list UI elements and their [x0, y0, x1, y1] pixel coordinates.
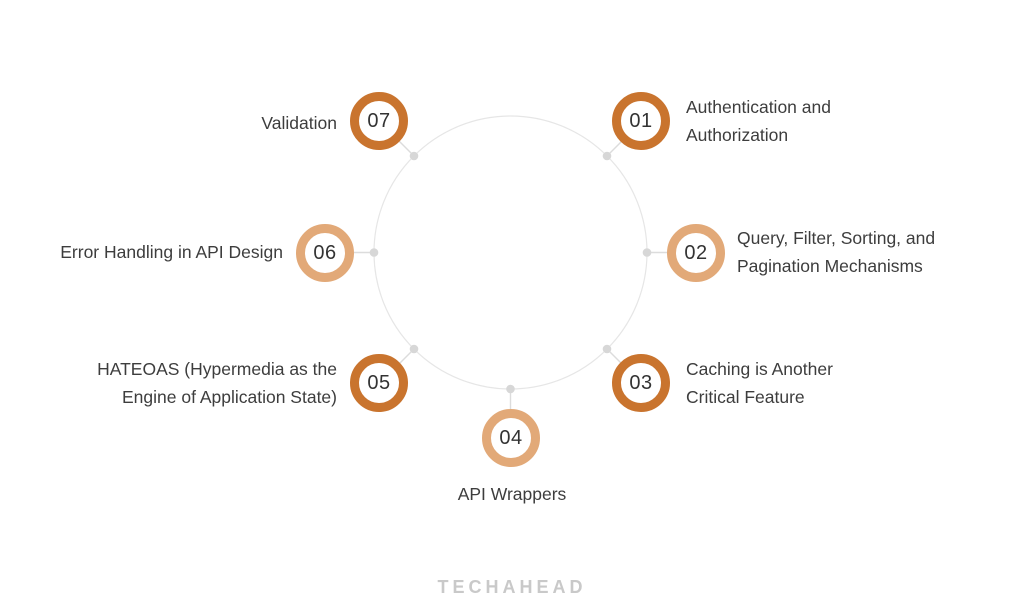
badge-02: 02	[667, 224, 725, 282]
techahead-logo: TECHAHEAD	[437, 577, 587, 597]
label-query-filter: Query, Filter, Sorting, and Pagination M…	[737, 228, 936, 276]
label-validation: Validation	[261, 113, 337, 133]
connector-dot-06	[369, 248, 379, 257]
connector-dots	[369, 151, 652, 394]
connector-dot-02	[642, 248, 652, 257]
connector-dot-05	[409, 344, 419, 354]
label-api-wrappers: API Wrappers	[457, 484, 567, 504]
label-caching: Caching is Another Critical Feature	[686, 359, 833, 407]
connector-dot-03	[602, 344, 612, 354]
badge-07: 07	[350, 92, 408, 150]
connector-dot-04	[506, 384, 515, 394]
badge-06: 06	[296, 224, 354, 282]
badge-03: 03	[612, 354, 670, 412]
label-authentication: Authentication and Authorization	[686, 97, 831, 145]
connector-dot-01	[602, 151, 612, 161]
badge-04: 04	[482, 409, 540, 467]
badge-01: 01	[612, 92, 670, 150]
badge-05: 05	[350, 354, 408, 412]
label-hateoas: HATEOAS (Hypermedia as the Engine of App…	[97, 359, 337, 407]
label-error-handling: Error Handling in API Design	[60, 242, 283, 262]
connector-dot-07	[409, 151, 419, 161]
